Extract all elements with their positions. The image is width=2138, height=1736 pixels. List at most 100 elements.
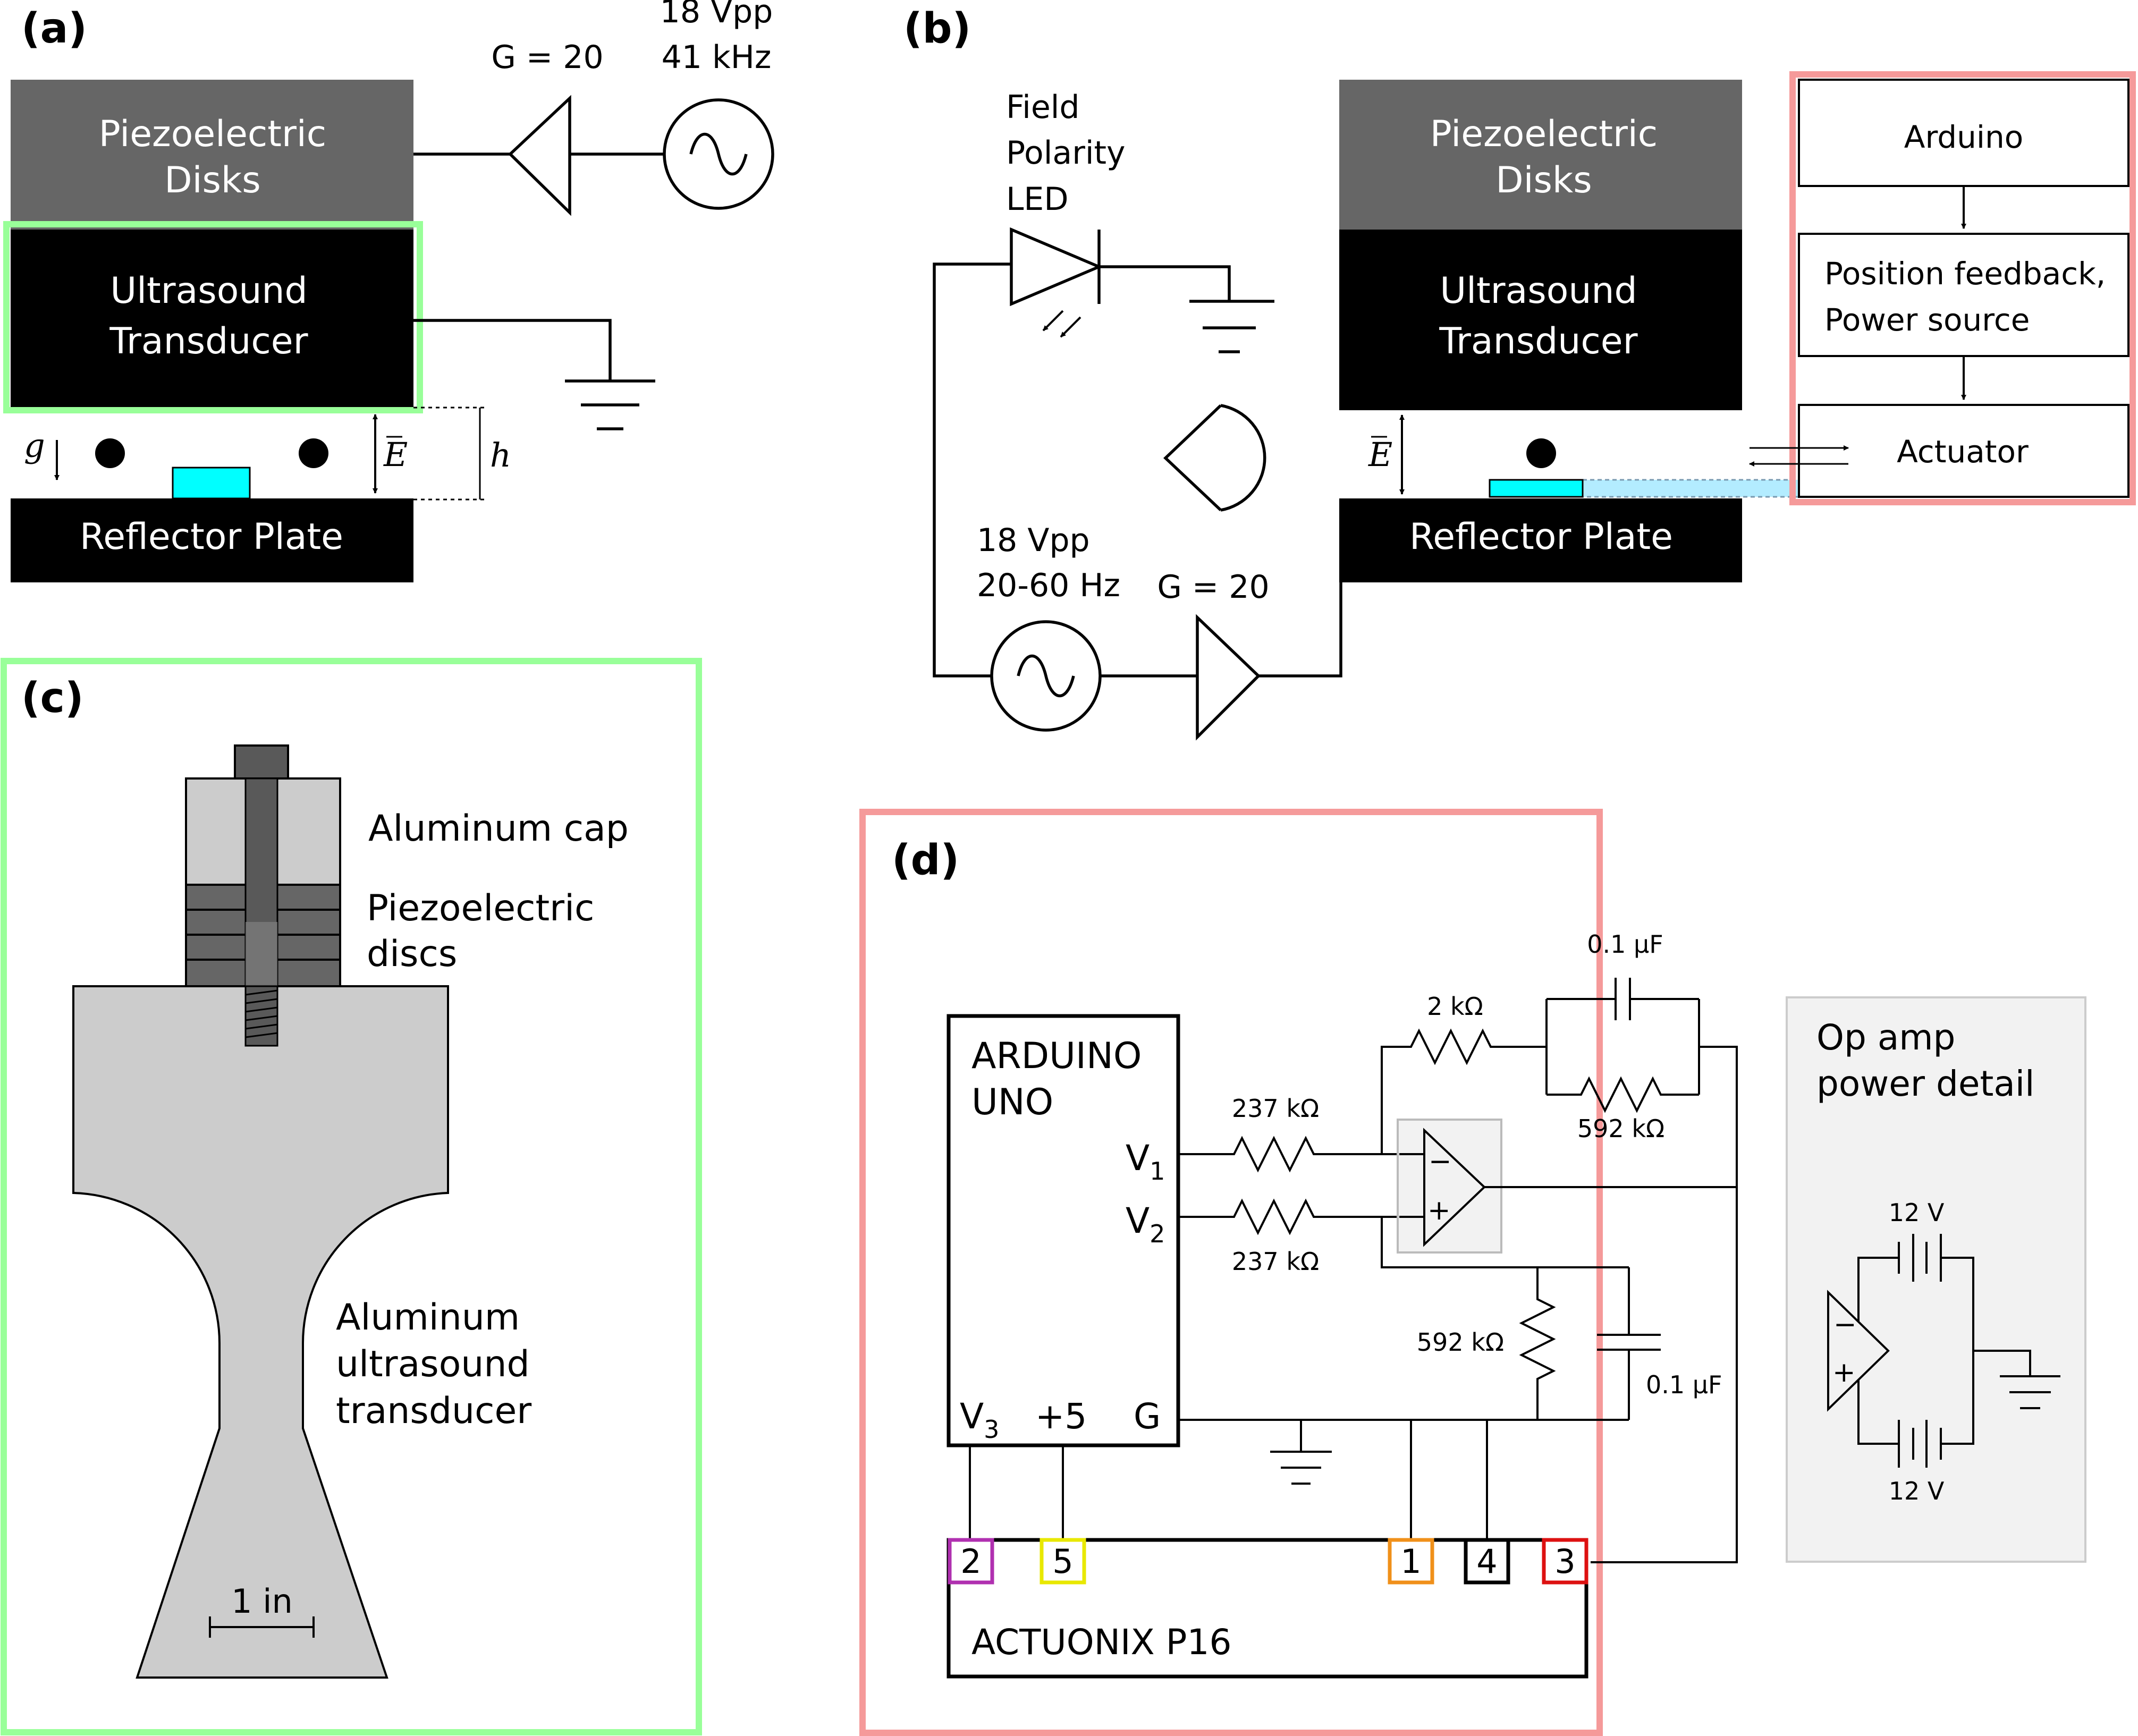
transducer-label-2: Transducer bbox=[1439, 320, 1637, 362]
reflector-plate bbox=[11, 498, 413, 582]
sine-icon bbox=[689, 132, 748, 176]
levitated-particle bbox=[299, 438, 328, 468]
thread-lines bbox=[245, 989, 278, 1038]
cap-label: Aluminum cap bbox=[368, 808, 629, 850]
transducer-block bbox=[1339, 230, 1742, 410]
discs-label-2: discs bbox=[367, 933, 457, 975]
pin-v3-label: V3 bbox=[960, 1396, 999, 1444]
wire bbox=[1857, 1257, 1899, 1322]
pin-v1-label: V1 bbox=[1126, 1138, 1165, 1185]
reflector-label: Reflector Plate bbox=[80, 516, 343, 558]
capacitor-top-label: 0.1 μF bbox=[1587, 930, 1663, 959]
pin-5-label: 5 bbox=[1052, 1542, 1073, 1581]
actuonix-block bbox=[947, 1538, 1588, 1679]
led-label-2: Polarity bbox=[1006, 134, 1126, 172]
pin-2-box bbox=[948, 1538, 994, 1585]
pin-1-box bbox=[1388, 1538, 1434, 1585]
height-label: h bbox=[490, 436, 511, 475]
light-emission-arrow bbox=[1042, 310, 1064, 332]
resistor-237k-bottom-label: 237 kΩ bbox=[1232, 1247, 1319, 1276]
resistor-2k bbox=[1381, 1028, 1547, 1154]
amplifier-symbol bbox=[1196, 614, 1261, 741]
resistor-237k-bottom bbox=[1178, 1198, 1399, 1235]
arduino-uno-block bbox=[947, 1014, 1180, 1447]
led-symbol bbox=[1010, 227, 1103, 307]
source-label-2: 20-60 Hz bbox=[977, 567, 1120, 604]
resistor-592k-bottom-label: 592 kΩ bbox=[1417, 1328, 1504, 1357]
pin-5-box bbox=[1040, 1538, 1086, 1585]
pin-2-label: 2 bbox=[960, 1542, 981, 1581]
eye-icon-arc bbox=[1220, 404, 1266, 512]
horn-label-1: Aluminum bbox=[336, 1297, 520, 1339]
wire bbox=[1857, 1380, 1899, 1445]
resistor-2k-label: 2 kΩ bbox=[1427, 992, 1483, 1021]
transducer-highlight-border bbox=[3, 221, 423, 413]
disks-label-1: Piezoelectric bbox=[1430, 113, 1658, 155]
actuator-label: Actuator bbox=[1897, 434, 2029, 470]
reflector-plate bbox=[1339, 498, 1742, 582]
capacitor-bottom-label: 0.1 μF bbox=[1646, 1370, 1722, 1399]
led-label-1: Field bbox=[1006, 89, 1080, 126]
inset-label-2: power detail bbox=[1816, 1063, 2034, 1104]
pin-4-label: 4 bbox=[1476, 1542, 1497, 1581]
pin-v2-label: V2 bbox=[1126, 1200, 1165, 1248]
arduino-uno-label-1: ARDUINO bbox=[971, 1035, 1142, 1077]
panel-d-label: (d) bbox=[892, 836, 959, 884]
amplifier-gain-label: G = 20 bbox=[1157, 569, 1269, 606]
horn-label-2: ultrasound bbox=[336, 1343, 530, 1385]
levitated-object bbox=[1489, 479, 1584, 498]
light-emission-arrow bbox=[1060, 316, 1081, 338]
scale-label: 1 in bbox=[231, 1582, 293, 1621]
source-label-1: 18 Vpp bbox=[977, 522, 1090, 559]
panel-b-label: (b) bbox=[903, 5, 971, 53]
wire bbox=[933, 262, 1011, 678]
led-label-3: LED bbox=[1006, 181, 1069, 218]
transducer-label-1: Ultrasound bbox=[1440, 270, 1637, 312]
amplifier-symbol bbox=[508, 95, 571, 216]
gravity-label: g bbox=[24, 426, 45, 465]
levitated-particle bbox=[95, 438, 125, 468]
sine-icon bbox=[1017, 654, 1075, 698]
battery-top-label: 12 V bbox=[1889, 1198, 1945, 1227]
feedback-block bbox=[1798, 233, 2129, 357]
disks-label-1: Piezoelectric bbox=[99, 113, 326, 155]
actuonix-label: ACTUONIX P16 bbox=[971, 1622, 1231, 1663]
op-amp-minus: − bbox=[1429, 1146, 1452, 1178]
inset-op-minus: − bbox=[1833, 1309, 1857, 1341]
transducer-label-1: Ultrasound bbox=[110, 270, 307, 312]
arduino-uno-label-2: UNO bbox=[971, 1081, 1053, 1123]
discs-label-1: Piezoelectric bbox=[367, 887, 594, 929]
panel-c: (c) Aluminum cap Piezoelectric discs Alu… bbox=[1, 658, 702, 1735]
inset-op-plus: + bbox=[1832, 1357, 1856, 1388]
wire bbox=[1258, 582, 1342, 678]
ac-source-symbol bbox=[663, 98, 774, 210]
levitated-particle bbox=[1526, 438, 1556, 468]
wire bbox=[1973, 1350, 2031, 1376]
pin-4-box bbox=[1464, 1538, 1510, 1585]
horn-label-3: transducer bbox=[336, 1390, 531, 1432]
piezo-disks-block bbox=[11, 80, 413, 230]
disks-label-2: Disks bbox=[1495, 159, 1592, 201]
feedback-label-2: Power source bbox=[1824, 302, 2030, 338]
pin-ground-label: G bbox=[1134, 1396, 1161, 1437]
panel-a-label: (a) bbox=[21, 5, 87, 53]
resistor-592k-top-label: 592 kΩ bbox=[1577, 1114, 1664, 1143]
transducer-horn bbox=[72, 985, 449, 1679]
panel-d-border bbox=[859, 809, 1603, 1736]
source-label-2: 41 kHz bbox=[662, 39, 772, 76]
control-system-highlight bbox=[1789, 71, 2136, 505]
feedback-label-1: Position feedback, bbox=[1824, 256, 2106, 292]
pin-3-box bbox=[1542, 1538, 1588, 1585]
disks-label-2: Disks bbox=[164, 159, 261, 201]
op-amp-symbol bbox=[1423, 1128, 1486, 1247]
reflector-label: Reflector Plate bbox=[1409, 516, 1673, 558]
pin-1-label: 1 bbox=[1400, 1542, 1421, 1581]
wire bbox=[413, 319, 612, 381]
bolt-head bbox=[234, 744, 289, 780]
eye-icon bbox=[1163, 404, 1222, 512]
battery-bottom-label: 12 V bbox=[1889, 1477, 1945, 1505]
panel-a: (a) Piezoelectric Disks Ultrasound Trans… bbox=[3, 0, 774, 582]
panel-c-border bbox=[1, 658, 702, 1735]
pin-5v-label: +5 bbox=[1035, 1396, 1087, 1437]
